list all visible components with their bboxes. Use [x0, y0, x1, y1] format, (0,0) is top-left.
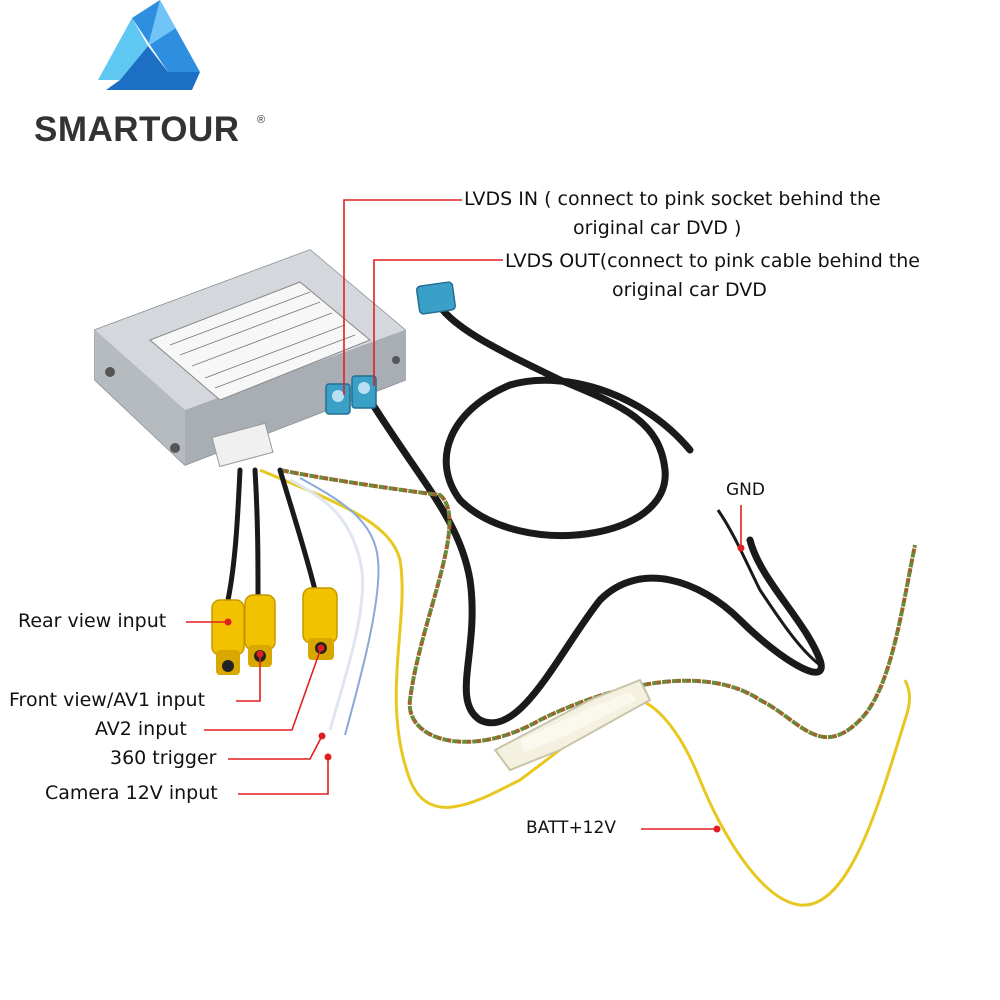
- harness-connector: [211, 422, 274, 468]
- lvds-out-label-line1: LVDS OUT(connect to pink cable behind th…: [505, 250, 920, 272]
- lvds-cable: [366, 296, 825, 727]
- lvds-in-label-line2: original car DVD ): [573, 217, 742, 239]
- callout-lines: [186, 199, 742, 830]
- rca-rear-view: [211, 599, 245, 675]
- twisted-wire: [279, 468, 917, 744]
- front-view-input-label: Front view/AV1 input: [9, 689, 206, 711]
- gnd-wire: [716, 509, 821, 667]
- brand-name: SMARTOUR: [34, 110, 240, 149]
- rca-av2: [302, 587, 338, 660]
- registered-mark: ®: [257, 114, 266, 126]
- lvds-out-connector: [415, 281, 457, 315]
- batt-12v-label: BATT+12V: [526, 818, 616, 838]
- gnd-label: GND: [726, 480, 765, 500]
- callout-dots: [224, 544, 745, 833]
- av2-input-label: AV2 input: [95, 718, 187, 740]
- camera-12v-input-label: Camera 12V input: [45, 782, 218, 804]
- fuse-holder: [493, 678, 652, 772]
- trigger-360-label: 360 trigger: [110, 747, 217, 769]
- lvds-out-label-line2: original car DVD: [612, 279, 767, 301]
- smartour-logo-icon: [98, 0, 200, 90]
- rear-view-input-label: Rear view input: [18, 610, 167, 632]
- lvds-in-label-line1: LVDS IN ( connect to pink socket behind …: [464, 188, 881, 210]
